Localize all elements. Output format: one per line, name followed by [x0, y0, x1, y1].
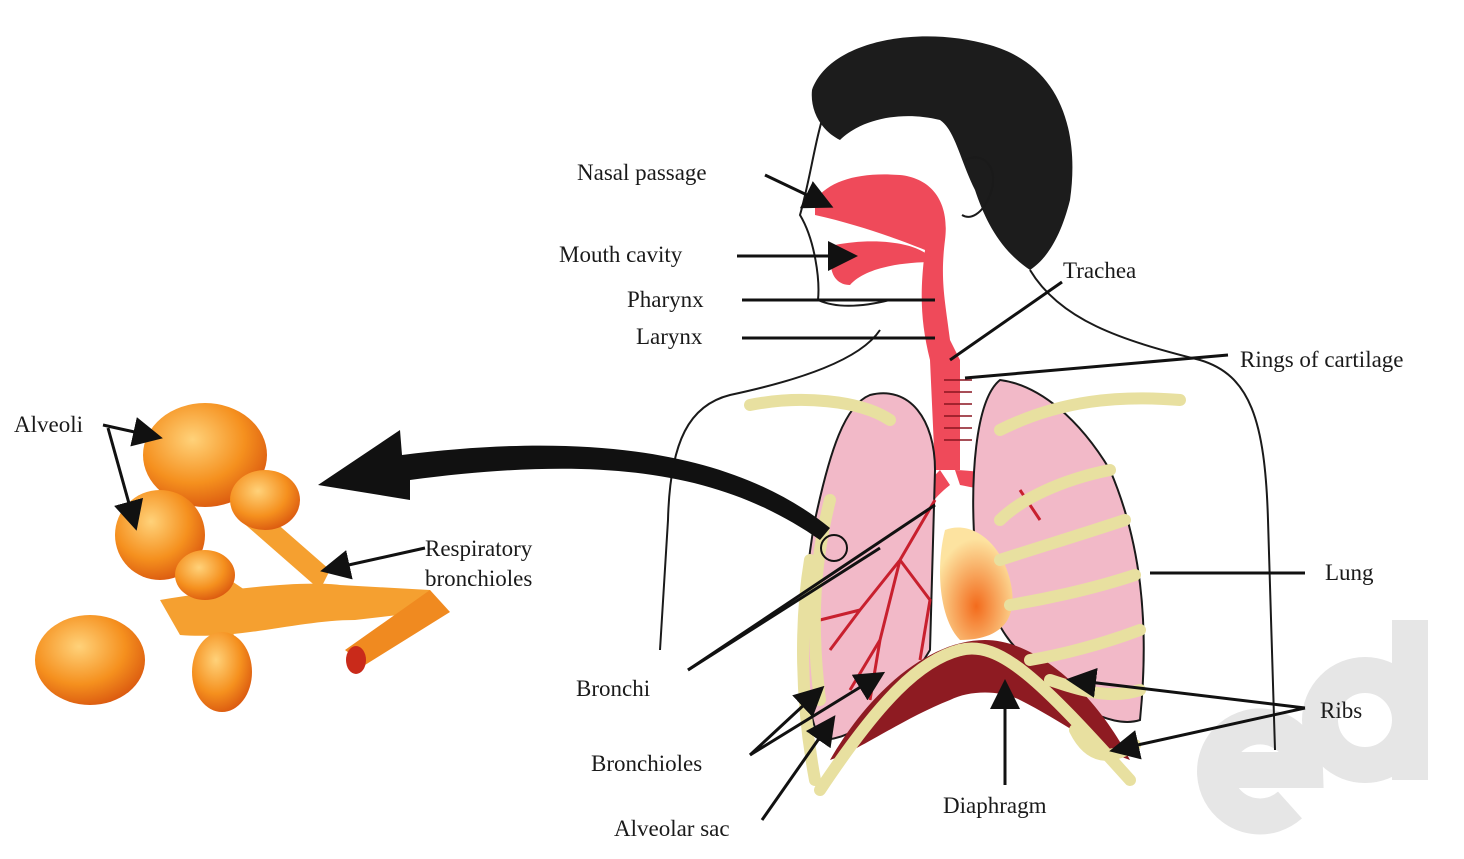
- right-lung: [972, 378, 1145, 723]
- label-pharynx: Pharynx: [627, 287, 704, 312]
- label-bronchi: Bronchi: [576, 676, 650, 701]
- label-alveoli: Alveoli: [14, 412, 83, 437]
- label-bronchioles: Bronchioles: [591, 751, 702, 776]
- label-respiratory-bronchioles-line1: Respiratory: [425, 536, 533, 561]
- heart: [940, 527, 1013, 640]
- diaphragm-shape: [830, 640, 1130, 760]
- watermark: [1197, 620, 1428, 835]
- ear: [961, 156, 995, 218]
- magnification-arrow: [318, 430, 830, 540]
- label-diaphragm: Diaphragm: [943, 793, 1047, 818]
- leader-lines: [102, 173, 1306, 821]
- label-larynx: Larynx: [636, 324, 703, 349]
- alveoli-cluster: [35, 403, 450, 712]
- label-mouth-cavity: Mouth cavity: [559, 242, 683, 267]
- hair: [811, 36, 1073, 270]
- label-alveolar-sac: Alveolar sac: [614, 816, 730, 841]
- trachea-rings: [944, 379, 972, 441]
- label-ribs: Ribs: [1320, 698, 1362, 723]
- label-rings-of-cartilage: Rings of cartilage: [1240, 347, 1404, 372]
- label-respiratory-bronchioles-line2: bronchioles: [425, 566, 532, 591]
- magnify-circle: [820, 534, 848, 562]
- label-trachea: Trachea: [1063, 258, 1136, 283]
- label-nasal-passage: Nasal passage: [577, 160, 707, 185]
- label-lung: Lung: [1325, 560, 1374, 585]
